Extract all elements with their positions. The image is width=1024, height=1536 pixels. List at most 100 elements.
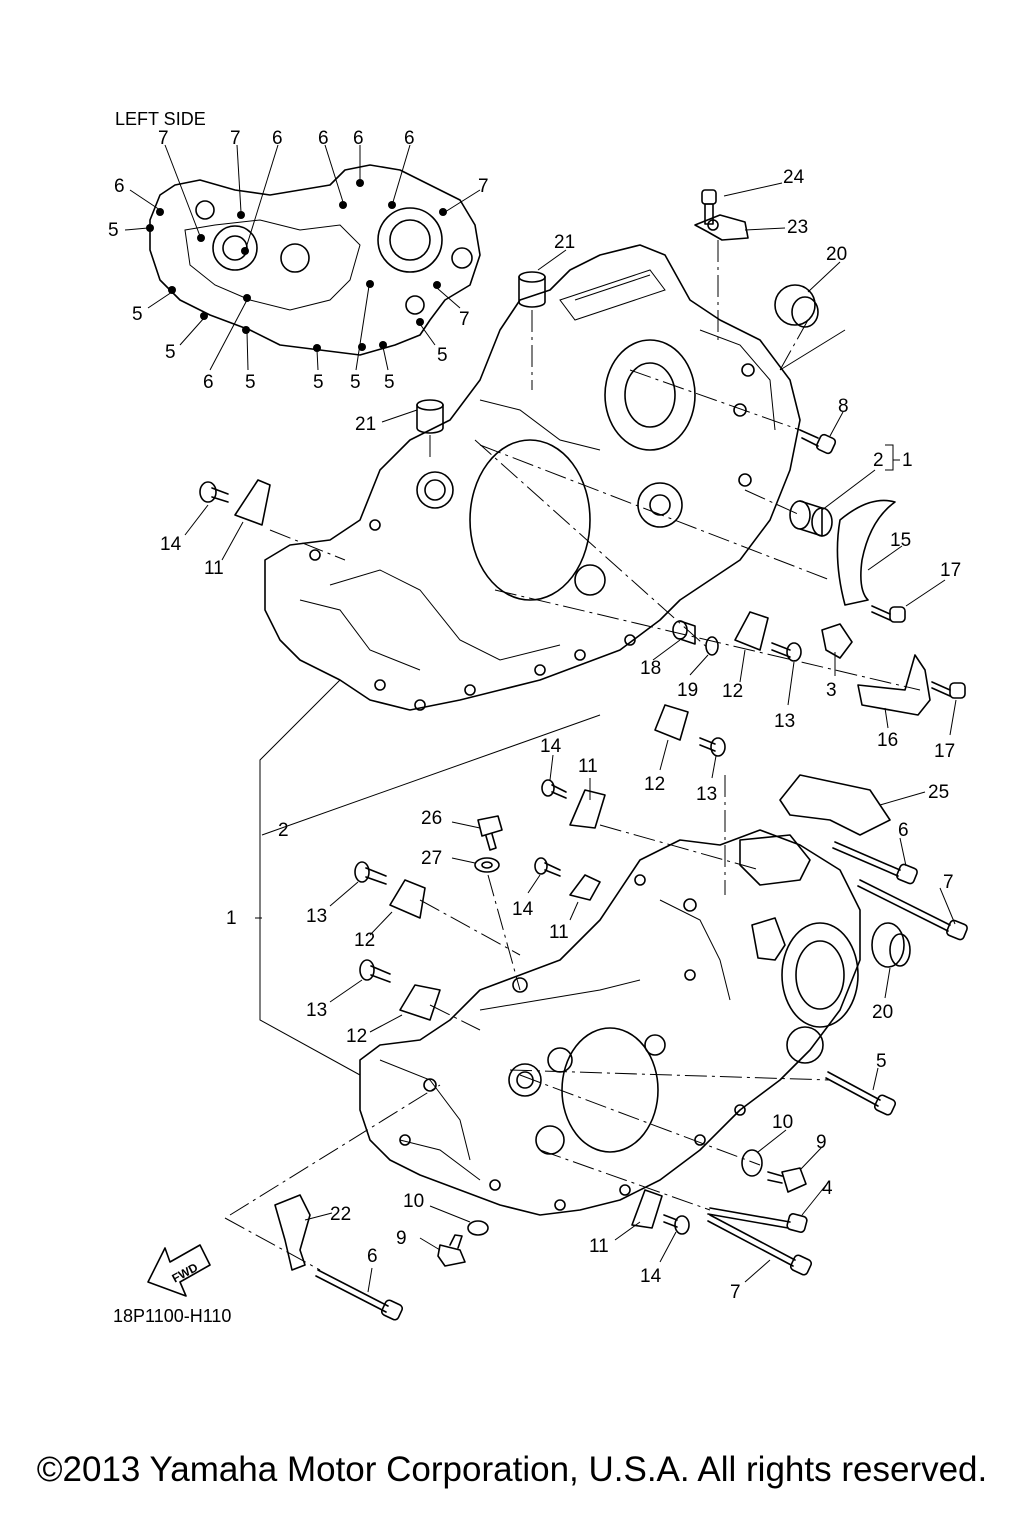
callout-14-bottom: 14 [640, 1266, 662, 1287]
callout-23: 23 [787, 217, 808, 238]
plate-11-upper [234, 479, 271, 526]
plate-12-upper [734, 611, 769, 651]
callout-20-upper: 20 [826, 244, 847, 265]
callout-ls-5f: 5 [350, 372, 361, 393]
plate-12-mid [654, 704, 689, 741]
bolt-24 [701, 189, 717, 225]
callout-2-upper: 2 [873, 450, 884, 471]
right-crankcase-half [359, 829, 861, 1216]
callout-ls-6d: 6 [404, 128, 415, 149]
callout-ls-5b: 5 [132, 304, 143, 325]
crankcase-exploded-diagram: LEFT SIDE [108, 109, 968, 1326]
callout-6-upper: 6 [898, 820, 909, 841]
callout-14-upper: 14 [160, 534, 182, 555]
callout-13-left-lower: 13 [306, 1000, 327, 1021]
callout-ls-6b: 6 [318, 128, 329, 149]
callout-27: 27 [421, 848, 442, 869]
callout-25: 25 [928, 782, 949, 803]
long-bolt-7-upper [857, 879, 968, 941]
callout-ls-6f: 6 [203, 372, 214, 393]
callout-3: 3 [826, 680, 837, 701]
callout-26: 26 [421, 808, 442, 829]
bushing-2 [789, 500, 833, 537]
callout-4: 4 [822, 1178, 833, 1199]
callout-2-lower: 2 [278, 820, 289, 841]
bracket-22 [274, 1194, 311, 1271]
left-side-crankcase-outline [149, 164, 481, 356]
callout-12-upper: 12 [722, 681, 743, 702]
callout-ls-5e: 5 [313, 372, 324, 393]
left-crankcase-upper-bore-inner [624, 362, 676, 428]
callout-5: 5 [876, 1051, 887, 1072]
callout-ls-7c: 7 [478, 176, 489, 197]
bolt-4 [707, 1207, 808, 1233]
right-crankcase-output-bore [781, 922, 859, 1028]
left-crankcase-top-flange [559, 269, 666, 321]
callout-15: 15 [890, 530, 911, 551]
bolt-5 [825, 1071, 897, 1116]
callout-ls-5c: 5 [165, 342, 176, 363]
callout-22: 22 [330, 1204, 351, 1225]
plate-12-left-lower [399, 984, 441, 1021]
plate-11-bottom [631, 1189, 663, 1229]
callout-18: 18 [640, 658, 661, 679]
right-crankcase-small-holes [399, 874, 746, 1211]
callout-16: 16 [877, 730, 898, 751]
callout-20-lower: 20 [872, 1002, 893, 1023]
callout-ls-5h: 5 [437, 345, 448, 366]
left-crankcase-upper-bore [604, 339, 696, 451]
screw-13-upper [771, 642, 802, 662]
left-side-leaders [124, 144, 481, 371]
lower-loose-parts [274, 841, 968, 1321]
guide-25 [779, 774, 891, 836]
callout-10-lower: 10 [403, 1191, 424, 1212]
left-side-bore-1 [212, 225, 258, 271]
drawing-code: 18P1100-H110 [113, 1306, 231, 1326]
washer-10-lower [467, 1220, 489, 1236]
callout-12-left-upper: 12 [354, 930, 375, 951]
left-side-bore-6 [405, 295, 425, 315]
callout-12-mid: 12 [644, 774, 665, 795]
callout-9-upper: 9 [816, 1132, 827, 1153]
left-side-bore-2 [377, 207, 443, 273]
screw-14-centre [534, 857, 561, 877]
callout-14-centre: 14 [512, 899, 534, 920]
screw-13-mid [699, 737, 726, 757]
fwd-label: FWD [170, 1260, 201, 1285]
left-side-inset: LEFT SIDE [115, 109, 481, 371]
callout-17-upper: 17 [940, 560, 961, 581]
assembly-lines [224, 240, 921, 1271]
bolt-17-upper [871, 605, 906, 623]
callout-14-mid: 14 [540, 736, 562, 757]
plate-16 [857, 654, 931, 716]
left-crankcase-small-holes [309, 363, 755, 711]
plate-12-left-upper [389, 879, 426, 919]
dowel-pin-21-upper [518, 271, 546, 308]
copyright-notice: ©2013 Yamaha Motor Corporation, U.S.A. A… [36, 1450, 988, 1489]
callout-11-upper: 11 [204, 558, 224, 579]
bolt-9-lower [437, 1234, 466, 1267]
callout-17-lower: 17 [934, 741, 955, 762]
callout-11-mid: 11 [578, 756, 598, 777]
left-side-bore-2-inner [389, 219, 431, 261]
callout-12-left-lower: 12 [346, 1026, 367, 1047]
callout-ls-7d: 7 [459, 309, 470, 330]
screw-13-left-lower [359, 959, 391, 983]
clamp-23 [694, 214, 749, 241]
callout-19: 19 [677, 680, 698, 701]
callout-9-lower: 9 [396, 1228, 407, 1249]
callout-10-upper: 10 [772, 1112, 793, 1133]
upper-loose-parts [199, 189, 966, 873]
callout-7-upper: 7 [943, 872, 954, 893]
left-crankcase-outline [264, 244, 801, 711]
callout-ls-6e: 6 [114, 176, 125, 197]
callout-13-upper: 13 [774, 711, 795, 732]
callout-ls-6c: 6 [353, 128, 364, 149]
long-bolt-7-lower [707, 1214, 813, 1276]
callout-ls-5g: 5 [384, 372, 395, 393]
callout-7-lower: 7 [730, 1282, 741, 1303]
callout-labels: 7 7 6 6 6 6 6 7 5 5 5 6 5 5 5 5 5 7 24 2… [108, 128, 961, 1303]
callout-leaders [184, 182, 957, 1293]
left-side-label: LEFT SIDE [115, 109, 206, 129]
callout-13-mid: 13 [696, 784, 717, 805]
